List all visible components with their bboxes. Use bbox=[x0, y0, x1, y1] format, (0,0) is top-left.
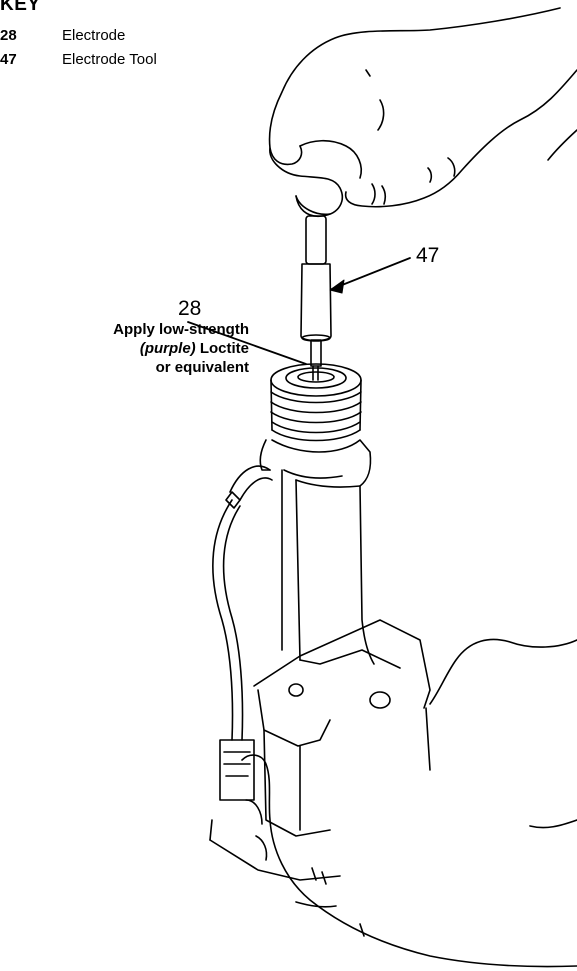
callout-label-electrode-tool: 47 bbox=[416, 244, 440, 267]
key-item-label: Electrode bbox=[62, 27, 126, 44]
key-item-label: Electrode Tool bbox=[62, 51, 157, 68]
electrode-tool bbox=[300, 215, 332, 367]
loctite-note: Apply low-strength (purple) Loctite or e… bbox=[0, 320, 249, 377]
note-color-emphasis: (purple) bbox=[139, 340, 196, 357]
key-title: KEY bbox=[0, 0, 41, 15]
gun-body bbox=[259, 439, 375, 665]
upper-hand bbox=[268, 7, 577, 218]
mounting-block bbox=[209, 619, 431, 881]
lower-hand bbox=[241, 638, 577, 968]
callout-leaders bbox=[187, 257, 411, 365]
note-line-2-rest: Loctite bbox=[195, 340, 249, 357]
fluid-hose bbox=[212, 465, 273, 801]
note-line-2: (purple) Loctite bbox=[0, 339, 249, 358]
note-line-1: Apply low-strength bbox=[113, 321, 249, 338]
note-line-3: or equivalent bbox=[155, 359, 249, 376]
callout-label-electrode: 28 bbox=[178, 297, 202, 320]
key-item-number: 47 bbox=[0, 51, 17, 68]
housing-head bbox=[270, 363, 362, 442]
key-item-number: 28 bbox=[0, 27, 17, 44]
